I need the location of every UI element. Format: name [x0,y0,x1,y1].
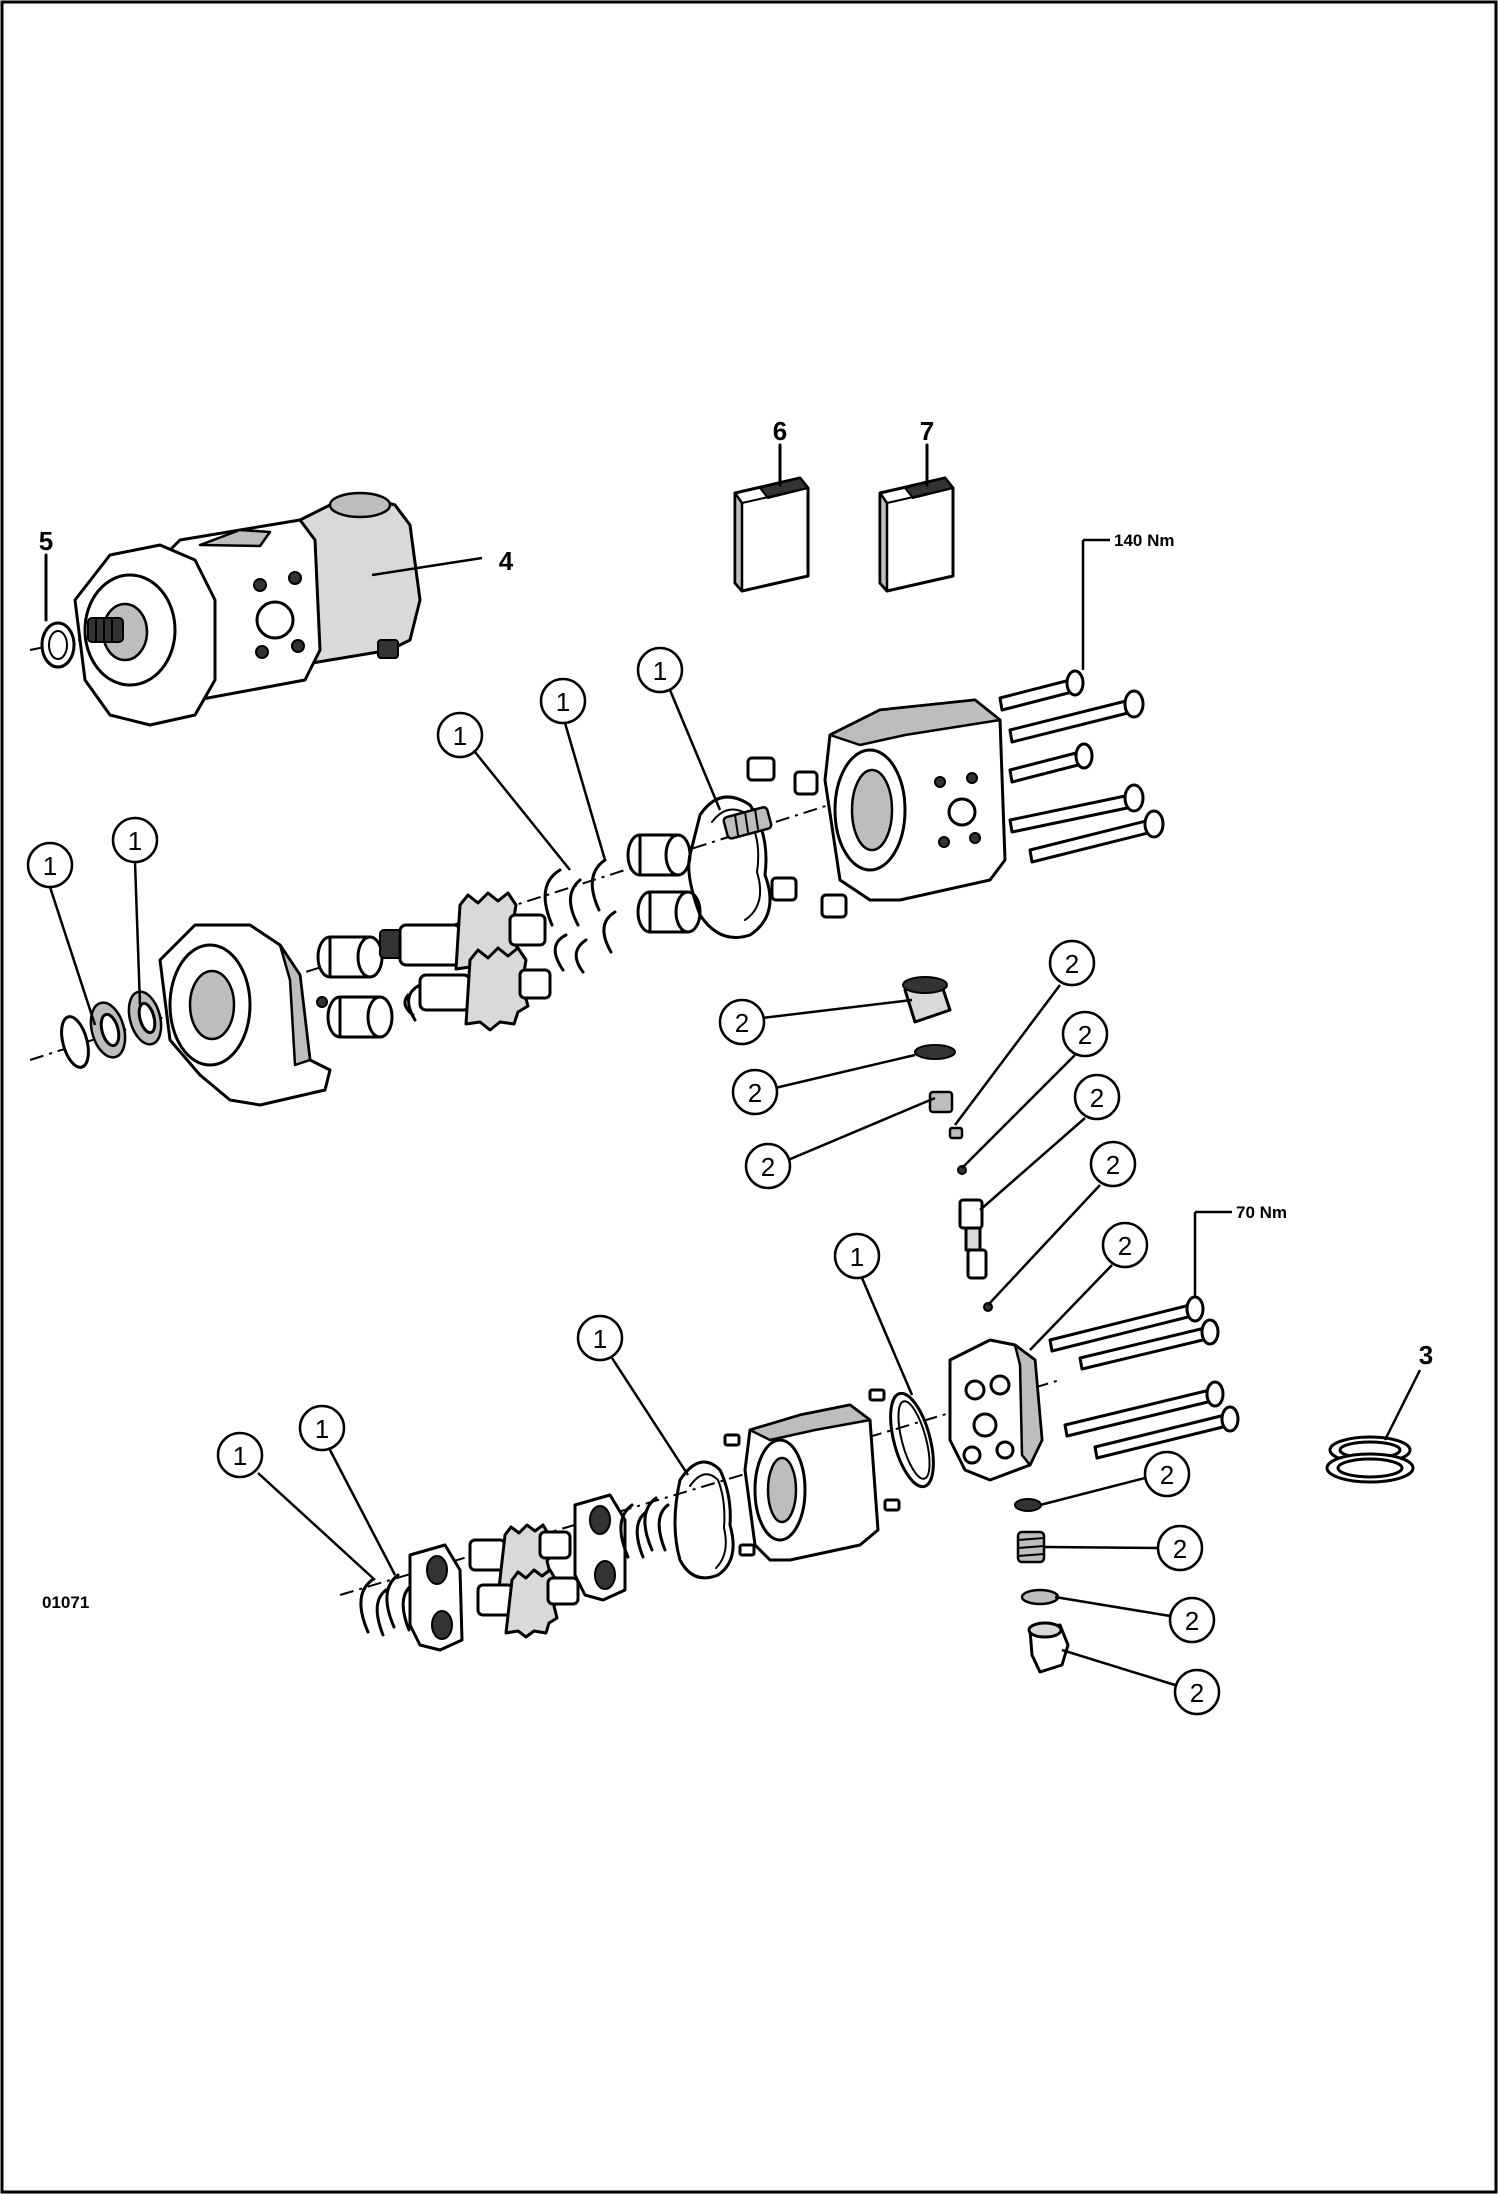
callout-2-h[interactable]: 2 [1029,1221,1149,1351]
svg-text:2: 2 [1185,1606,1199,1636]
dowel-pins-lower [723,1388,901,1557]
valve-oring [914,1044,956,1060]
svg-text:2: 2 [1106,1150,1120,1180]
callout-2-c[interactable]: 2 [744,1096,936,1190]
svg-text:1: 1 [850,1242,864,1272]
callout-1-g[interactable]: 1 [298,1404,397,1576]
svg-text:2: 2 [1065,949,1079,979]
callout-2-b[interactable]: 2 [731,1053,916,1116]
ref-label-5: 5 [39,526,53,556]
clip-upper-3 [590,858,617,954]
svg-text:1: 1 [233,1441,247,1471]
callout-1-a[interactable]: 1 [26,841,97,1026]
bushing-upper-2 [326,995,394,1039]
callout-1-b[interactable]: 1 [111,816,159,1006]
driven-gear-lower [476,1568,580,1639]
valve-spool [958,1198,993,1312]
callout-1-d[interactable]: 1 [539,677,607,861]
callout-2-i[interactable]: 2 [1039,1450,1191,1507]
front-seal-ring-b [89,1001,127,1059]
valve-screw [928,1090,967,1175]
callout-2-j[interactable]: 2 [1044,1524,1204,1572]
callout-1-h[interactable]: 1 [576,1314,690,1476]
lower-pump-housing [743,1403,880,1562]
svg-text:1: 1 [653,656,667,686]
callout-2-f[interactable]: 2 [979,1073,1121,1211]
callout-1-f[interactable]: 1 [216,1431,376,1581]
lower-valve-fitting [1027,1621,1070,1674]
shaft-seal-5: 5 [29,526,81,669]
svg-text:2: 2 [1118,1231,1132,1261]
svg-text:1: 1 [43,851,57,881]
gasket-lower [673,1460,735,1580]
clip-lower-front [359,1573,414,1637]
svg-text:1: 1 [453,721,467,751]
svg-text:1: 1 [556,687,570,717]
svg-text:1: 1 [593,1324,607,1354]
callout-2-e[interactable]: 2 [961,1010,1109,1169]
drawing-code: 01071 [42,1593,89,1612]
svg-text:2: 2 [748,1078,762,1108]
callout-1-e[interactable]: 1 [636,646,722,811]
front-flange-housing [158,923,332,1107]
lower-valve-seal [1014,1498,1042,1512]
assembled-pump-4 [73,491,422,727]
bushing-upper-1 [316,935,384,979]
clip-lower-rear [619,1496,670,1559]
lower-valve-washer [1020,1588,1060,1606]
svg-text:2: 2 [735,1008,749,1038]
ref-label-7: 7 [920,416,934,446]
bolts-70nm [1048,1295,1240,1460]
oring-lower [889,1391,935,1489]
ref-label-3: 3 [1419,1340,1433,1370]
callout-2-l[interactable]: 2 [1061,1648,1221,1716]
svg-text:2: 2 [1078,1020,1092,1050]
bushing-upper-3 [626,833,692,877]
kit-box-6: 6 [733,416,810,593]
front-seal-ring-a [60,1015,90,1069]
callout-2-d[interactable]: 2 [954,939,1096,1126]
ref-label-4: 4 [499,546,514,576]
bushing-upper-4 [636,890,702,934]
bearing-block-lower-front [408,1543,464,1652]
svg-text:2: 2 [1190,1678,1204,1708]
rear-housing-upper [823,698,1007,902]
kit-box-7: 7 [878,416,955,593]
svg-text:1: 1 [128,826,142,856]
clip-upper-2 [543,868,588,974]
svg-text:2: 2 [761,1152,775,1182]
bolts-140nm [998,669,1165,864]
svg-text:1: 1 [315,1414,329,1444]
svg-text:2: 2 [1173,1534,1187,1564]
driven-gear-upper [418,946,552,1032]
rear-cover-lower [948,1338,1044,1482]
ring-set-3: 3 [1325,1340,1433,1484]
callout-1-i[interactable]: 1 [833,1232,914,1396]
dowel-pins-upper [746,756,848,919]
torque-label-140: 140 Nm [1114,531,1174,550]
gasket-upper [687,795,772,939]
spline-coupling [722,806,773,840]
callout-2-a[interactable]: 2 [718,998,913,1046]
lower-stage-axis [339,1379,1061,1596]
svg-text:2: 2 [1160,1460,1174,1490]
ref-label-6: 6 [773,416,787,446]
torque-label-70: 70 Nm [1236,1203,1287,1222]
callout-2-k[interactable]: 2 [1054,1595,1216,1644]
lower-valve-spring [1016,1530,1046,1564]
bearing-block-lower-rear [573,1493,627,1602]
callout-1-c[interactable]: 1 [436,711,571,871]
callout-2-g[interactable]: 2 [987,1140,1137,1306]
front-seal-ring-c [127,990,163,1046]
clip-upper-1 [403,983,422,1022]
svg-text:2: 2 [1090,1083,1104,1113]
valve-plug [902,976,952,1024]
